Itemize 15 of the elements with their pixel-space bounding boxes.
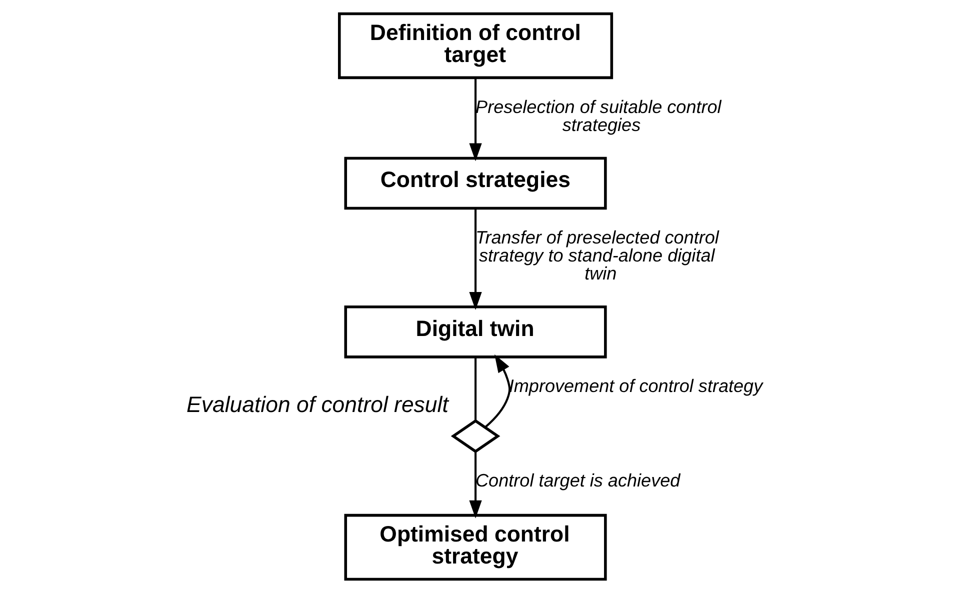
node-label: Evaluation of control result xyxy=(186,392,448,418)
node-box: Optimised control strategy xyxy=(344,514,606,581)
arrow xyxy=(468,208,482,310)
node-box: Control strategies xyxy=(344,156,606,210)
node-diamond xyxy=(450,419,500,454)
edge-label: Control target is achieved xyxy=(475,470,680,491)
connector xyxy=(474,357,476,421)
node-box: Definition of control target xyxy=(338,12,613,80)
arrow xyxy=(484,354,510,428)
node-box: Digital twin xyxy=(344,306,606,358)
edge-label: Preselection of suitable control strategies xyxy=(475,96,721,136)
arrow xyxy=(468,78,482,162)
arrow xyxy=(468,452,482,518)
edge-label: Transfer of preselected control strategy to stand-alone digital twin xyxy=(475,228,718,284)
edge-label: Improvement of control strategy xyxy=(508,376,762,396)
